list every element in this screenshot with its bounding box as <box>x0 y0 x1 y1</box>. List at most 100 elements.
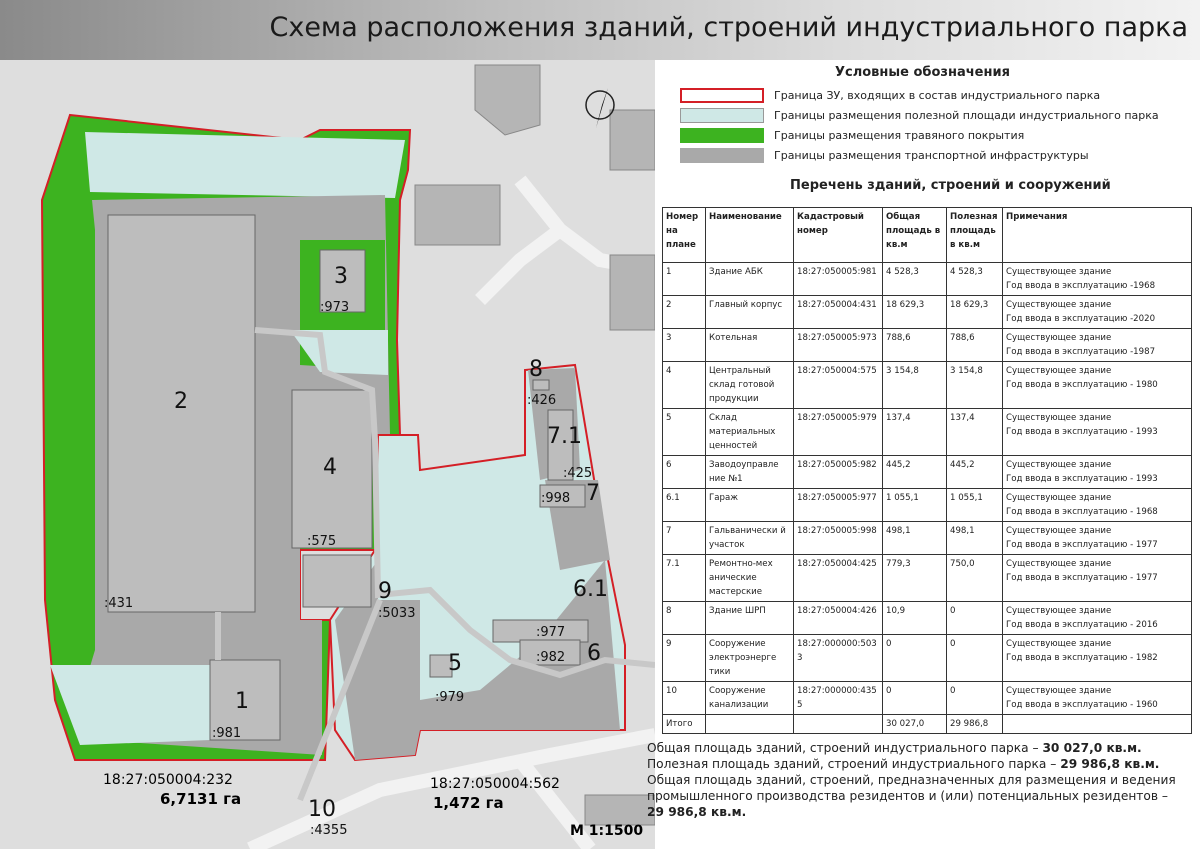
parcel-area: 1,472 га <box>433 794 504 812</box>
table-cell: Сооружение электроэнерге тики <box>705 634 794 682</box>
total-cell: 29 986,8 <box>946 714 1003 734</box>
note-line: Год ввода в эксплуатацию - 2016 <box>1006 620 1158 630</box>
note-line: Год ввода в эксплуатацию - 1993 <box>1006 474 1158 484</box>
table-cell: 18:27:050005:998 <box>793 521 883 555</box>
note-line: Существующее здание <box>1006 413 1112 423</box>
table-cell: 18:27:050005:979 <box>793 408 883 456</box>
legend-swatch <box>680 108 764 123</box>
cadastral-labels: :431 :575 :973 :981 :5033 :979 :977 :982… <box>104 300 592 838</box>
table-cell: Центральный склад готовой продукции <box>705 361 794 409</box>
table-cell: 7.1 <box>662 554 706 602</box>
total-cell <box>793 714 883 734</box>
cad-label: :431 <box>104 596 133 611</box>
table-cell: 3 154,8 <box>946 361 1003 409</box>
table-cell: 445,2 <box>946 455 1003 489</box>
note-line: Существующее здание <box>1006 559 1112 569</box>
table-cell: 18 629,3 <box>946 295 1003 329</box>
table-cell: 498,1 <box>882 521 947 555</box>
table-cell: 0 <box>882 681 947 715</box>
parcel-cad: 18:27:050004:232 <box>103 772 233 788</box>
note-line: Существующее здание <box>1006 300 1112 310</box>
site-map: 2 4 3 1 5 6 6.1 7 7.1 8 9 10 :431 :575 :… <box>0 60 657 853</box>
map-number: 9 <box>378 579 392 604</box>
column-header: Общая площадь в кв.м <box>882 207 947 263</box>
title-bar: Схема расположения зданий, строений инду… <box>0 0 1200 60</box>
map-number: 7 <box>586 481 600 506</box>
building-numbers: 2 4 3 1 5 6 6.1 7 7.1 8 9 10 <box>174 264 608 822</box>
map-number: 4 <box>323 455 337 480</box>
table-cell: 7 <box>662 521 706 555</box>
column-header: Наименование <box>705 207 794 263</box>
table-cell: 18:27:050005:982 <box>793 455 883 489</box>
cad-label: :5033 <box>378 606 415 621</box>
summary: Общая площадь зданий, строений индустриа… <box>647 740 1187 820</box>
buildings <box>107 214 589 741</box>
column-header: Кадастровый номер <box>793 207 883 263</box>
map-number: 1 <box>235 689 249 714</box>
summary-useful-value: 29 986,8 кв.м. <box>1060 757 1160 771</box>
note-line: Год ввода в эксплуатацию - 1977 <box>1006 573 1158 583</box>
map-scale: М 1:1500 <box>570 823 643 839</box>
table-cell: 1 055,1 <box>882 488 947 522</box>
legend-item-transport: Границы размещения транспортной инфрастр… <box>680 148 1089 163</box>
summary-industrial-label: Общая площадь зданий, строений, предназн… <box>647 773 1176 803</box>
note-line: Существующее здание <box>1006 460 1112 470</box>
total-cell: 30 027,0 <box>882 714 947 734</box>
note-line: Год ввода в эксплуатацию - 1968 <box>1006 507 1158 517</box>
legend-title: Условные обозначения <box>835 65 1010 80</box>
total-cell <box>1002 714 1192 734</box>
cad-label: :979 <box>435 690 464 705</box>
table-cell: 498,1 <box>946 521 1003 555</box>
table-cell: 10 <box>662 681 706 715</box>
legend-swatch <box>680 128 764 143</box>
map-number: 6 <box>587 641 601 666</box>
parcel-area: 6,7131 га <box>160 790 241 808</box>
note-line: Год ввода в эксплуатацию -1968 <box>1006 281 1156 291</box>
note-line: Год ввода в эксплуатацию - 1982 <box>1006 653 1158 663</box>
column-header: Полезная площадь в кв.м <box>946 207 1003 263</box>
table-cell: Ремонтно-мех анические мастерские <box>705 554 794 602</box>
note-line: Год ввода в эксплуатацию -1987 <box>1006 347 1156 357</box>
summary-total-value: 30 027,0 кв.м. <box>1042 741 1142 755</box>
neighbor-buildings <box>414 64 656 826</box>
table-cell: 788,6 <box>946 328 1003 362</box>
compass-icon <box>585 88 615 128</box>
note-line: Существующее здание <box>1006 493 1112 503</box>
table-cell: 18:27:050005:973 <box>793 328 883 362</box>
table-cell: 4 528,3 <box>946 262 1003 296</box>
map-number: 10 <box>308 797 336 822</box>
table-cell: 18 629,3 <box>882 295 947 329</box>
table-cell: 4 528,3 <box>882 262 947 296</box>
map-number: 5 <box>448 651 462 676</box>
parcel-cad: 18:27:050004:562 <box>430 776 560 792</box>
table-cell: Гараж <box>705 488 794 522</box>
table-cell: Заводоуправле ние №1 <box>705 455 794 489</box>
note-line: Существующее здание <box>1006 639 1112 649</box>
map-number: 3 <box>334 264 348 289</box>
cad-label: :981 <box>212 726 241 741</box>
table-cell: 0 <box>882 634 947 682</box>
table-cell: 18:27:050004:431 <box>793 295 883 329</box>
table-cell: 445,2 <box>882 455 947 489</box>
cad-label: :982 <box>536 650 565 665</box>
pipelines <box>215 327 656 802</box>
table-cell: 18:27:050004:575 <box>793 361 883 409</box>
table-cell: 18:27:050004:425 <box>793 554 883 602</box>
cad-label: :426 <box>527 393 556 408</box>
